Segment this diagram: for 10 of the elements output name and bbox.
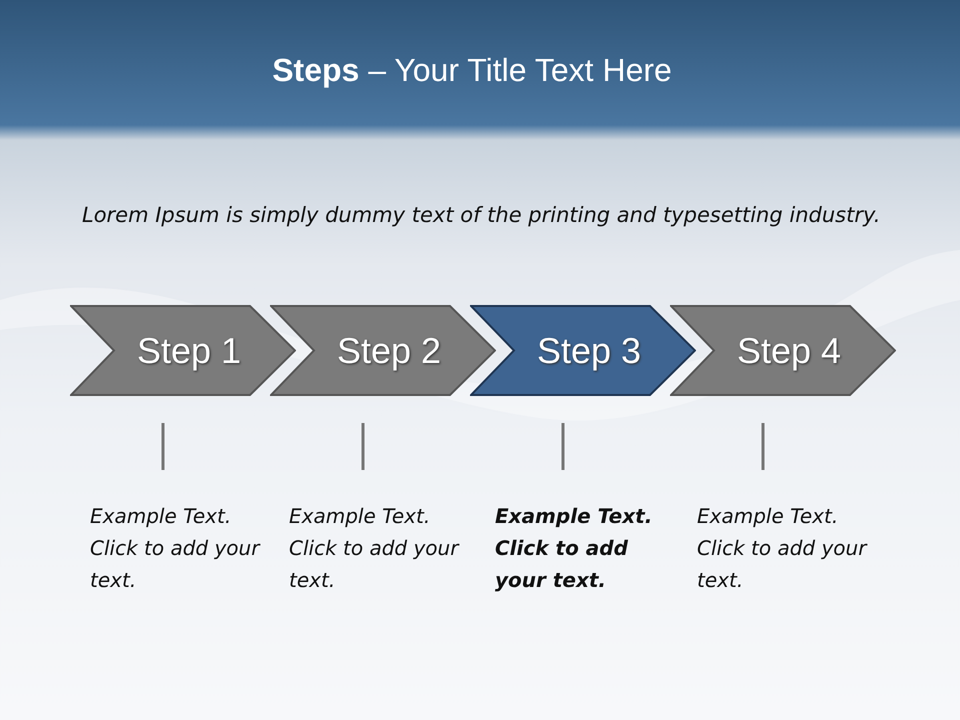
chevron-step: Step 2 xyxy=(270,305,496,396)
step-description: Example Text. Click to add your text. xyxy=(495,470,665,596)
slide-title: Steps – Your Title Text Here xyxy=(271,52,673,89)
step-description: Example Text. Click to add your text. xyxy=(289,470,459,596)
chevron-step: Step 4 xyxy=(670,305,896,396)
step-description: Example Text. Click to add your text. xyxy=(90,470,260,596)
step-description: Example Text. Click to add your text. xyxy=(697,470,867,596)
intro-paragraph: Lorem Ipsum is simply dummy text of the printing and typesetting industry. xyxy=(82,202,882,229)
chevron-step: Step 3 xyxy=(470,305,696,396)
chevron-step: Step 1 xyxy=(70,305,296,396)
